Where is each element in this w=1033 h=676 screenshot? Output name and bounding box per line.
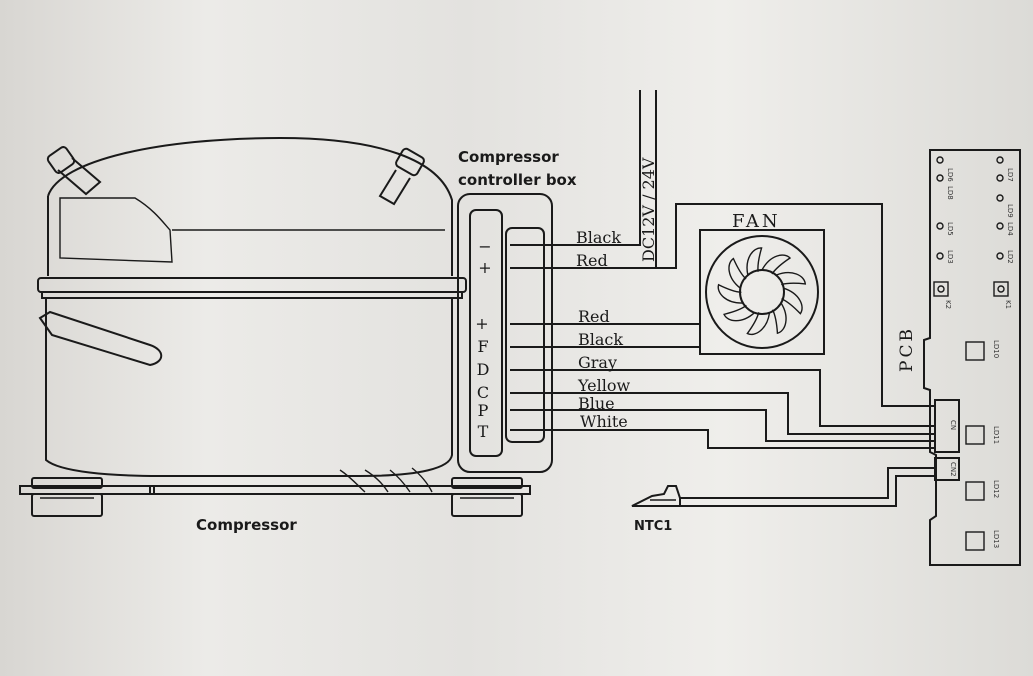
wire-label-black-2: Black	[578, 330, 623, 349]
led-icon	[936, 252, 944, 260]
pcb-label: PCB	[897, 326, 917, 372]
fan-label: FAN	[732, 211, 781, 232]
wire-label-red-1: Red	[576, 251, 608, 270]
chip-icon	[965, 425, 985, 445]
led-icon	[996, 156, 1004, 164]
compressor-label: Compressor	[196, 516, 297, 534]
power-supply-label: DC12V / 24V	[639, 157, 658, 262]
controller-box	[457, 193, 553, 473]
wire-power-black	[540, 90, 641, 246]
terminal-minus: −	[478, 237, 491, 256]
terminal-p: P	[478, 401, 489, 420]
wire-ntc-a	[680, 467, 935, 499]
discharge-pipe-icon	[378, 147, 425, 206]
chip-icon	[965, 531, 985, 551]
wire-label-black-1: Black	[576, 228, 621, 247]
pcb-connector-ntc	[934, 457, 960, 481]
svg-text:LD10: LD10	[992, 340, 1000, 358]
terminal-t: T	[478, 422, 489, 441]
svg-text:LD4: LD4	[1006, 222, 1014, 236]
wire-labels: Black Red Red Black Gray Yellow Blue Whi…	[576, 228, 631, 431]
led-icon	[936, 222, 944, 230]
wires	[540, 90, 935, 507]
terminal-pins	[510, 244, 540, 431]
wire-yellow	[540, 392, 935, 435]
svg-text:LD7: LD7	[1006, 168, 1014, 182]
wire-ntc-b	[680, 475, 935, 507]
led-icon	[936, 174, 944, 182]
led-icon	[996, 174, 1004, 182]
wire-label-blue: Blue	[578, 394, 615, 413]
svg-text:LD5: LD5	[946, 222, 954, 236]
svg-text:LD8: LD8	[946, 186, 954, 200]
terminal-d: D	[477, 360, 490, 379]
svg-text:LD6: LD6	[946, 168, 954, 182]
pcb-connector-main	[934, 399, 960, 453]
key-k2-label: K2	[944, 300, 952, 309]
terminal-c: C	[477, 383, 489, 402]
pcb-keys	[933, 281, 1009, 297]
wire-blue	[540, 409, 935, 442]
terminal-plus: +	[478, 258, 491, 277]
compressor-drawing	[19, 136, 531, 517]
mount-foot-left-icon	[31, 477, 103, 517]
fan-icon	[699, 229, 825, 355]
led-icon	[996, 222, 1004, 230]
pcb-chips	[965, 341, 985, 551]
wire-label-gray: Gray	[578, 353, 617, 372]
pcb-leds	[936, 156, 1004, 260]
svg-text:LD13: LD13	[992, 530, 1000, 548]
svg-text:LD12: LD12	[992, 480, 1000, 498]
mount-foot-right-icon	[451, 477, 523, 517]
wire-label-red-2: Red	[578, 307, 610, 326]
wire-label-white: White	[580, 412, 628, 431]
key-k1-label: K1	[1004, 300, 1012, 309]
svg-text:LD11: LD11	[992, 426, 1000, 444]
wire-label-yellow: Yellow	[577, 376, 631, 395]
svg-text:LD2: LD2	[1006, 250, 1014, 264]
ntc-label: NTC1	[634, 519, 672, 534]
ntc-sensor-icon	[631, 485, 681, 507]
terminal-f: F	[477, 337, 488, 356]
wire-gray	[540, 369, 935, 427]
chip-icon	[965, 481, 985, 501]
led-icon	[996, 252, 1004, 260]
key-k2-icon	[933, 281, 949, 297]
svg-text:LD9: LD9	[1006, 204, 1014, 218]
led-icon	[996, 194, 1004, 202]
terminal-fan-plus: +	[475, 314, 488, 333]
wire-pcb-power	[540, 203, 935, 407]
led-icon	[936, 156, 944, 164]
controller-box-title-line2: controller box	[458, 171, 577, 189]
pcb-led-labels: LD6 LD7 LD8 LD9 LD5 LD4 LD3 LD2	[946, 168, 1014, 264]
wire-white	[540, 429, 935, 449]
controller-box-title-line1: Compressor	[458, 148, 559, 166]
svg-text:CN: CN	[949, 420, 957, 430]
svg-text:LD3: LD3	[946, 250, 954, 264]
suction-pipe-icon	[46, 146, 102, 196]
key-k1-icon	[993, 281, 1009, 297]
chip-icon	[965, 341, 985, 361]
svg-text:CN2: CN2	[949, 462, 957, 477]
pcb-board: LD6 LD7 LD8 LD9 LD5 LD4 LD3 LD2 K2 K1	[923, 149, 1021, 566]
terminal-labels: − + + F D C P T	[475, 237, 491, 441]
